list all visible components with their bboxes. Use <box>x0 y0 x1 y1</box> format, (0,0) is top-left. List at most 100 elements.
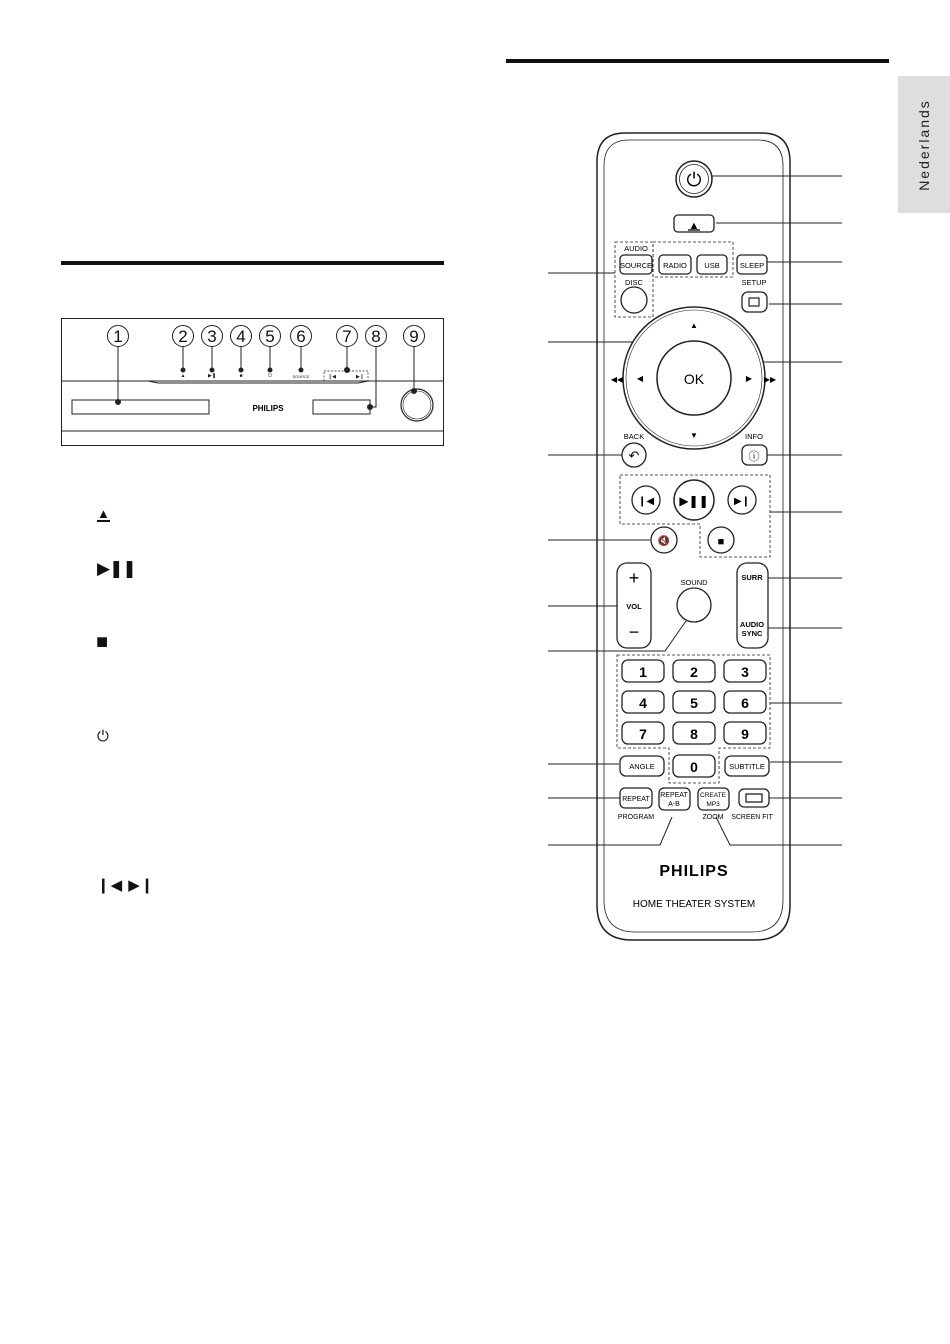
key-3[interactable]: 3 <box>741 664 749 680</box>
front-callout-3: 3 <box>207 327 216 346</box>
create-mp3-label-2[interactable]: MP3 <box>706 801 720 808</box>
repeat-ab-label-2[interactable]: A-B <box>668 801 680 808</box>
power-icon: ⏻ <box>97 728 109 745</box>
screen-fit-icon <box>745 793 763 803</box>
previous-icon: ❙◀ <box>638 496 654 507</box>
remote-stop-icon: ■ <box>718 536 725 548</box>
audio-sync-label-2[interactable]: SYNC <box>742 629 763 638</box>
setup-icon <box>748 297 760 307</box>
volume-up-label[interactable]: + <box>629 568 640 588</box>
section-rule-left <box>61 261 444 265</box>
back-label: BACK <box>624 432 644 441</box>
back-arrow-icon: ↶ <box>629 448 640 463</box>
program-label: PROGRAM <box>618 814 654 821</box>
section-rule-right <box>506 59 889 63</box>
audio-sync-label-1[interactable]: AUDIO <box>740 620 764 629</box>
subtitle-button[interactable]: SUBTITLE <box>729 762 765 771</box>
next-button[interactable] <box>727 485 757 515</box>
mute-icon: 🔇 <box>658 534 670 547</box>
remote-eject-icon[interactable]: ▲ <box>689 220 700 232</box>
volume-down-label[interactable]: − <box>629 622 640 642</box>
play-pause-button[interactable] <box>673 479 715 521</box>
zoom-label: ZOOM <box>703 814 724 821</box>
eject-icon: ▲ <box>97 506 110 522</box>
angle-button[interactable]: ANGLE <box>629 762 654 771</box>
down-arrow-icon[interactable]: ▼ <box>690 431 698 440</box>
front-callout-8: 8 <box>371 327 380 346</box>
front-panel-brand: PHILIPS <box>252 404 284 413</box>
front-callout-2: 2 <box>178 327 187 346</box>
up-arrow-icon[interactable]: ▲ <box>690 321 698 330</box>
ok-button[interactable] <box>656 340 732 416</box>
screen-fit-label: SCREEN FIT <box>731 814 773 821</box>
remote-control-illustration: ⏻ ▲ AUDIO SOURCE RADIO USB SLEEP DISC SE… <box>548 132 842 941</box>
remote-power-icon[interactable]: ⏻ <box>686 170 701 191</box>
key-5[interactable]: 5 <box>690 695 698 711</box>
power-mini-icon: ⏻ <box>268 373 272 379</box>
key-4[interactable]: 4 <box>639 695 647 711</box>
volume-rocker[interactable] <box>616 562 652 649</box>
right-arrow-icon[interactable]: ▶ <box>746 374 753 383</box>
surr-audio-sync-rocker[interactable] <box>736 562 769 649</box>
disc-label: DISC <box>625 278 644 287</box>
sleep-button[interactable]: SLEEP <box>740 261 764 270</box>
repeat-ab-label-1[interactable]: REPEAT <box>660 792 688 799</box>
eject-mini-icon: ▲ <box>181 373 186 379</box>
front-callout-9: 9 <box>409 327 418 346</box>
create-mp3-label-1[interactable]: CREATE <box>700 792 727 799</box>
setup-label: SETUP <box>741 278 766 287</box>
key-9[interactable]: 9 <box>741 726 749 742</box>
stop-icon: ■ <box>96 631 109 653</box>
front-panel-svg: PHILIPS ▲ ▶❚ ■ ⏻ SOURCE ❙◀ ▶❙ 1 2 3 <box>62 325 443 432</box>
key-7[interactable]: 7 <box>639 726 647 742</box>
stop-button[interactable] <box>707 526 735 554</box>
stop-mini-icon: ■ <box>239 373 242 379</box>
fast-forward-icon[interactable]: ▶▶ <box>764 375 777 384</box>
play-mini-icon: ▶❚ <box>208 373 216 379</box>
key-2[interactable]: 2 <box>690 664 698 680</box>
info-icon: ⓘ <box>749 450 760 463</box>
key-0[interactable]: 0 <box>690 759 698 775</box>
front-callout-5: 5 <box>265 327 274 346</box>
audio-label: AUDIO <box>624 244 648 253</box>
language-tab: Nederlands <box>898 76 950 213</box>
previous-button[interactable] <box>631 485 661 515</box>
remote-play-pause-icon: ▶❚❚ <box>679 494 708 508</box>
vol-label: VOL <box>626 602 642 611</box>
source-button[interactable]: SOURCE <box>620 261 652 270</box>
language-tab-label: Nederlands <box>916 98 932 191</box>
key-1[interactable]: 1 <box>639 664 647 680</box>
sound-button[interactable] <box>676 587 712 623</box>
key-8[interactable]: 8 <box>690 726 698 742</box>
setup-button[interactable] <box>741 291 768 313</box>
number-keypad: 1 2 3 4 5 6 7 8 9 0 <box>621 659 767 778</box>
radio-button[interactable]: RADIO <box>663 261 687 270</box>
left-arrow-icon[interactable]: ◀ <box>637 374 644 383</box>
info-button[interactable] <box>741 444 768 466</box>
front-callout-6: 6 <box>296 327 305 346</box>
repeat-button[interactable]: REPEAT <box>622 796 650 803</box>
front-callout-1: 1 <box>113 327 122 346</box>
next-mini-icon: ▶❙ <box>356 374 364 380</box>
front-callout-7: 7 <box>342 327 351 346</box>
prev-mini-icon: ❙◀ <box>328 374 336 380</box>
ok-label: OK <box>684 371 705 387</box>
front-panel-illustration: PHILIPS ▲ ▶❚ ■ ⏻ SOURCE ❙◀ ▶❙ 1 2 3 <box>61 318 444 446</box>
mute-button[interactable] <box>650 526 678 554</box>
remote-brand: PHILIPS <box>659 863 728 880</box>
surr-label[interactable]: SURR <box>741 573 763 582</box>
source-mini-label: SOURCE <box>292 374 309 379</box>
prev-next-icon: ❙◀ ▶❙ <box>97 877 155 894</box>
usb-button[interactable]: USB <box>704 261 719 270</box>
rewind-icon[interactable]: ◀◀ <box>611 375 624 384</box>
screen-fit-button[interactable] <box>738 788 770 808</box>
next-icon: ▶❙ <box>734 496 750 507</box>
sound-label: SOUND <box>680 578 708 587</box>
play-pause-icon: ▶❚❚ <box>97 559 137 578</box>
back-button[interactable] <box>621 442 647 468</box>
front-callout-4: 4 <box>236 327 245 346</box>
info-label: INFO <box>745 432 763 441</box>
disc-button[interactable] <box>620 286 648 314</box>
remote-model-text: HOME THEATER SYSTEM <box>633 899 755 910</box>
key-6[interactable]: 6 <box>741 695 749 711</box>
